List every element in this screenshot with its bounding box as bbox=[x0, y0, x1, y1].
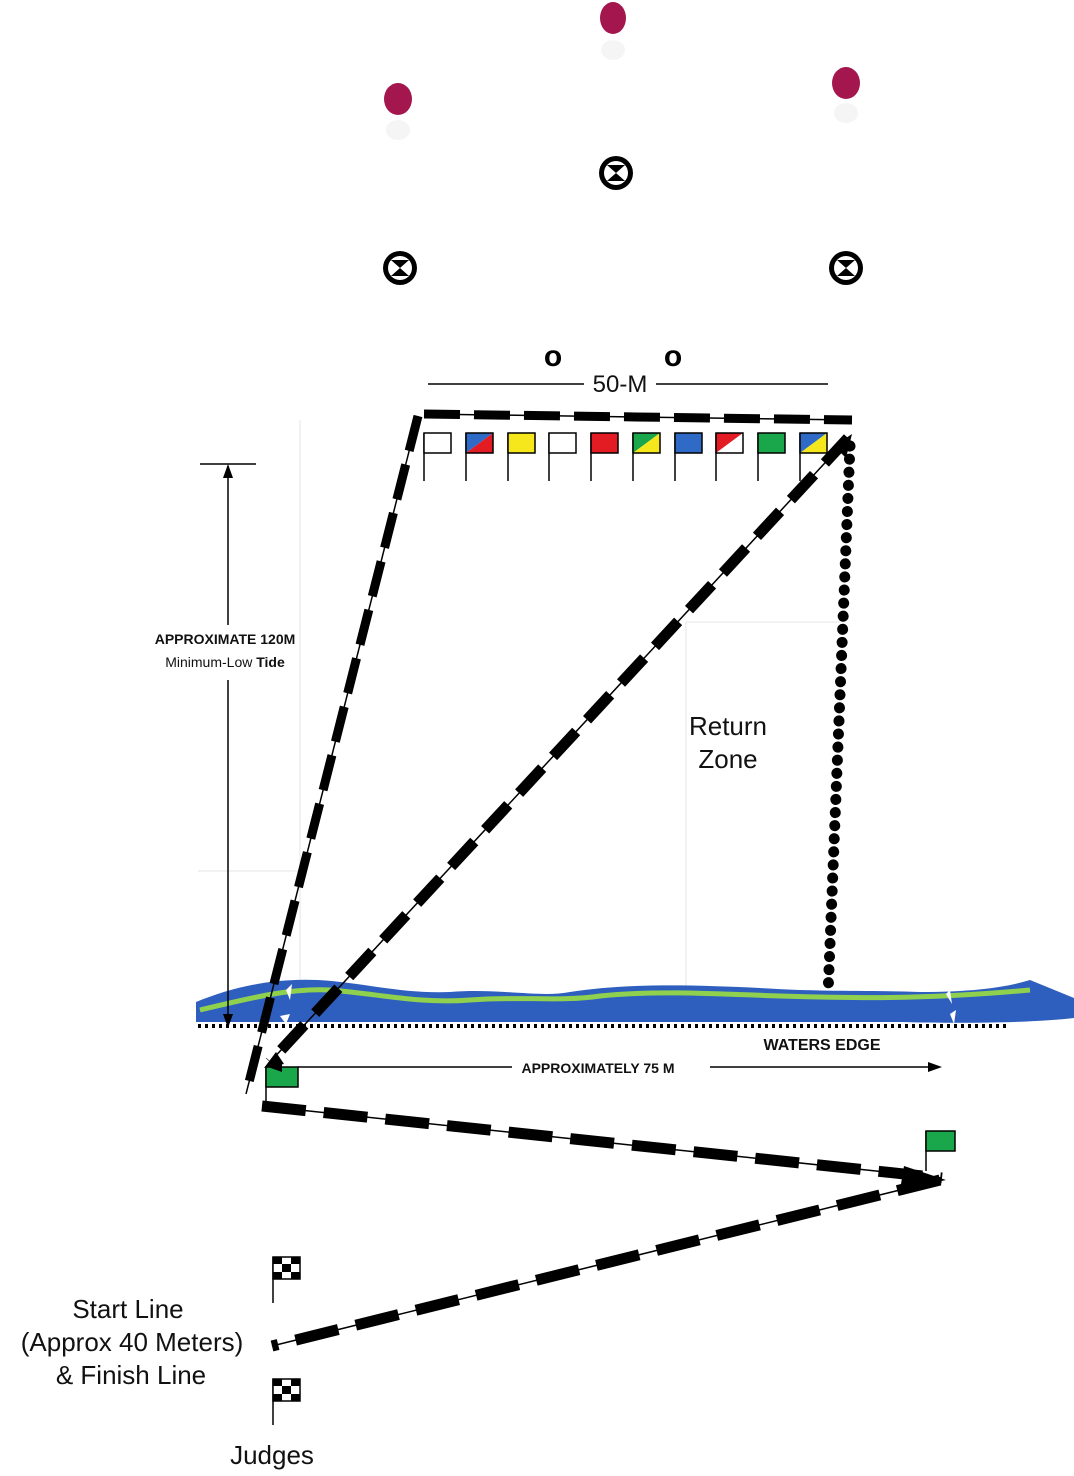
o-label-right: o bbox=[664, 340, 682, 373]
marker-icon bbox=[383, 251, 417, 285]
width-label: 50-M bbox=[593, 371, 648, 398]
return-zone-label-1: Return bbox=[689, 711, 767, 741]
arrow-head bbox=[900, 1166, 946, 1190]
flag-green bbox=[757, 432, 786, 481]
arrow-head bbox=[834, 434, 852, 458]
flag-green-yellow bbox=[632, 432, 661, 481]
flag-red bbox=[590, 432, 619, 481]
buoy-left bbox=[384, 83, 412, 115]
buoy-group bbox=[384, 2, 860, 140]
start-line-label: Start Line bbox=[72, 1294, 183, 1324]
green-flag-right bbox=[925, 1130, 956, 1171]
green-flag-left bbox=[265, 1066, 299, 1105]
height-label-2: Minimum-Low Tide bbox=[165, 654, 285, 670]
buoy-right bbox=[832, 67, 860, 99]
finish-line-label: & Finish Line bbox=[56, 1360, 206, 1390]
judges-label: Judges bbox=[230, 1440, 314, 1470]
height-label-1: APPROXIMATE 120M bbox=[155, 631, 296, 647]
approx-75-label: APPROXIMATELY 75 M bbox=[521, 1060, 674, 1076]
water-band bbox=[196, 979, 1074, 1024]
flag-blue bbox=[674, 432, 703, 481]
flag-row bbox=[423, 432, 828, 481]
checkered-flag-top bbox=[272, 1256, 301, 1303]
course-path bbox=[241, 409, 943, 1352]
o-label-left: o bbox=[544, 340, 562, 373]
flag-blue-red bbox=[465, 432, 494, 481]
waters-edge-label: WATERS EDGE bbox=[763, 1037, 880, 1054]
marker-icon bbox=[599, 156, 633, 190]
flag-white bbox=[423, 432, 452, 481]
checkered-flag-bottom bbox=[272, 1378, 301, 1425]
flag-red-white bbox=[715, 432, 744, 481]
flag-yellow bbox=[507, 432, 536, 481]
flag-white bbox=[548, 432, 577, 481]
marker-icon bbox=[829, 251, 863, 285]
buoy-top bbox=[600, 2, 626, 34]
flag-blue-yellow bbox=[799, 432, 828, 481]
start-line-approx-label: (Approx 40 Meters) bbox=[21, 1327, 244, 1357]
return-zone-label-2: Zone bbox=[698, 744, 757, 774]
